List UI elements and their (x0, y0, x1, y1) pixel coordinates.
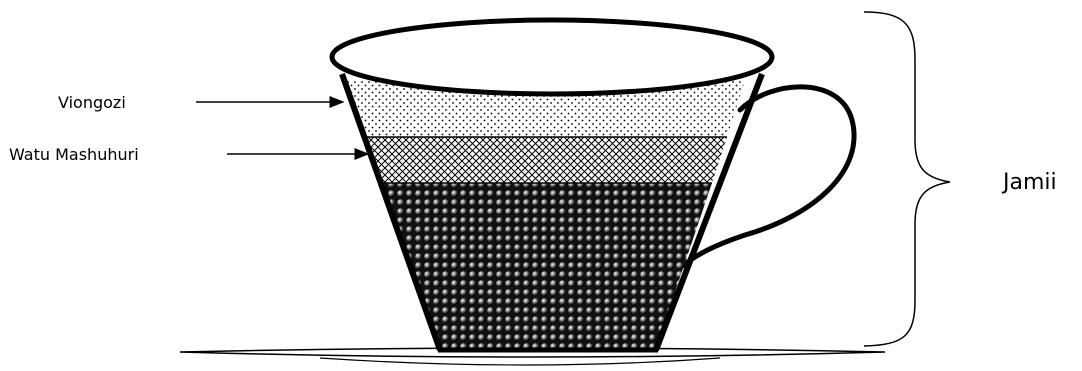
layer-watu-mashuhuri (364, 137, 727, 183)
label-viongozi: Viongozi (58, 93, 126, 112)
curly-brace (864, 12, 950, 346)
label-jamii: Jamii (1001, 170, 1057, 195)
label-watu-mashuhuri: Watu Mashuhuri (9, 145, 139, 164)
cup-layers (345, 80, 745, 348)
cup-rim (332, 20, 772, 94)
